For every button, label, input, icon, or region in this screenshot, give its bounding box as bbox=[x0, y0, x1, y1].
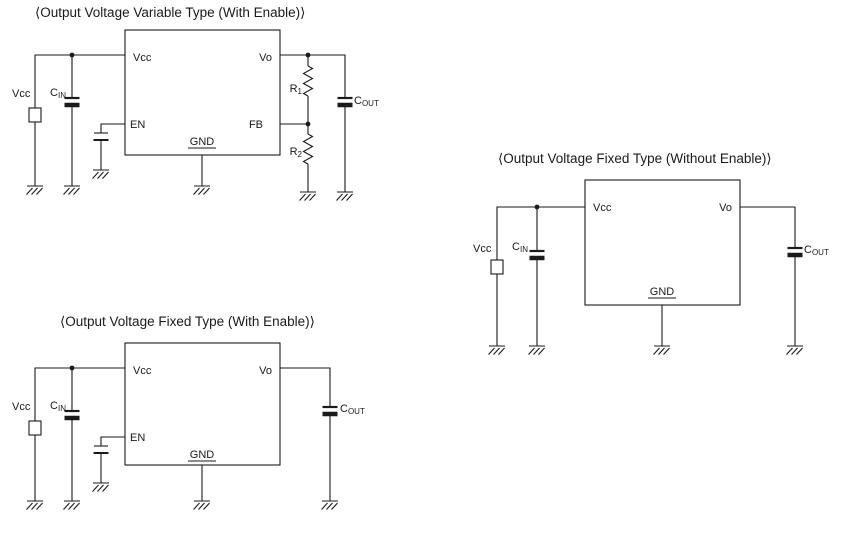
wiring bbox=[496, 206, 796, 346]
cout-label: COUT bbox=[354, 95, 379, 108]
cin-label: CIN bbox=[50, 400, 66, 413]
cin-label: CIN bbox=[512, 241, 528, 254]
ic-pin-label-en: EN bbox=[130, 432, 145, 444]
junction-dot bbox=[69, 52, 75, 58]
circuit-fixed-without-enable: ⟨Output Voltage Fixed Type (Without Enab… bbox=[473, 151, 829, 356]
ic-pin-label-vo: Vo bbox=[259, 365, 272, 377]
r1-label: R1 bbox=[290, 83, 303, 96]
circuit-title: ⟨Output Voltage Fixed Type (With Enable)… bbox=[60, 314, 315, 329]
junction-dot bbox=[305, 121, 311, 127]
vcc-source-terminal bbox=[28, 420, 42, 436]
ic-body bbox=[124, 342, 281, 466]
vcc-source-terminal bbox=[28, 107, 42, 123]
r2-label: R2 bbox=[290, 146, 303, 159]
ic-pin-label-vo: Vo bbox=[259, 52, 272, 64]
ic-pin-label-gnd: GND bbox=[190, 136, 215, 148]
wiring bbox=[34, 54, 346, 192]
vcc-source-terminal bbox=[490, 259, 504, 275]
ic-pin-label-vcc: Vcc bbox=[133, 365, 152, 377]
input-vcc-label: Vcc bbox=[473, 243, 492, 255]
ic-pin-label-en: EN bbox=[130, 119, 145, 131]
junction-dot bbox=[305, 52, 311, 58]
circuit-variable-with-enable: ⟨Output Voltage Variable Type (With Enab… bbox=[12, 5, 379, 202]
circuit-fixed-with-enable: ⟨Output Voltage Fixed Type (With Enable)… bbox=[12, 314, 365, 511]
wiring bbox=[34, 367, 331, 501]
circuit-title: ⟨Output Voltage Fixed Type (Without Enab… bbox=[498, 151, 772, 166]
ic-pin-label-gnd: GND bbox=[190, 449, 215, 461]
ic-pin-label-vcc: Vcc bbox=[593, 202, 612, 214]
ic-body bbox=[584, 179, 741, 306]
cout-label: COUT bbox=[804, 244, 829, 257]
input-vcc-label: Vcc bbox=[12, 401, 31, 413]
cout-label: COUT bbox=[340, 403, 365, 416]
junction-dot bbox=[69, 365, 75, 371]
ic-pin-label-vo: Vo bbox=[719, 202, 732, 214]
input-vcc-label: Vcc bbox=[12, 88, 31, 100]
junction-dot bbox=[534, 204, 540, 210]
ic-body bbox=[124, 29, 281, 156]
ic-pin-label-fb: FB bbox=[249, 119, 263, 131]
ic-pin-label-gnd: GND bbox=[650, 286, 675, 298]
circuit-title: ⟨Output Voltage Variable Type (With Enab… bbox=[35, 5, 305, 20]
cin-label: CIN bbox=[50, 87, 66, 100]
ic-pin-label-vcc: Vcc bbox=[133, 52, 152, 64]
